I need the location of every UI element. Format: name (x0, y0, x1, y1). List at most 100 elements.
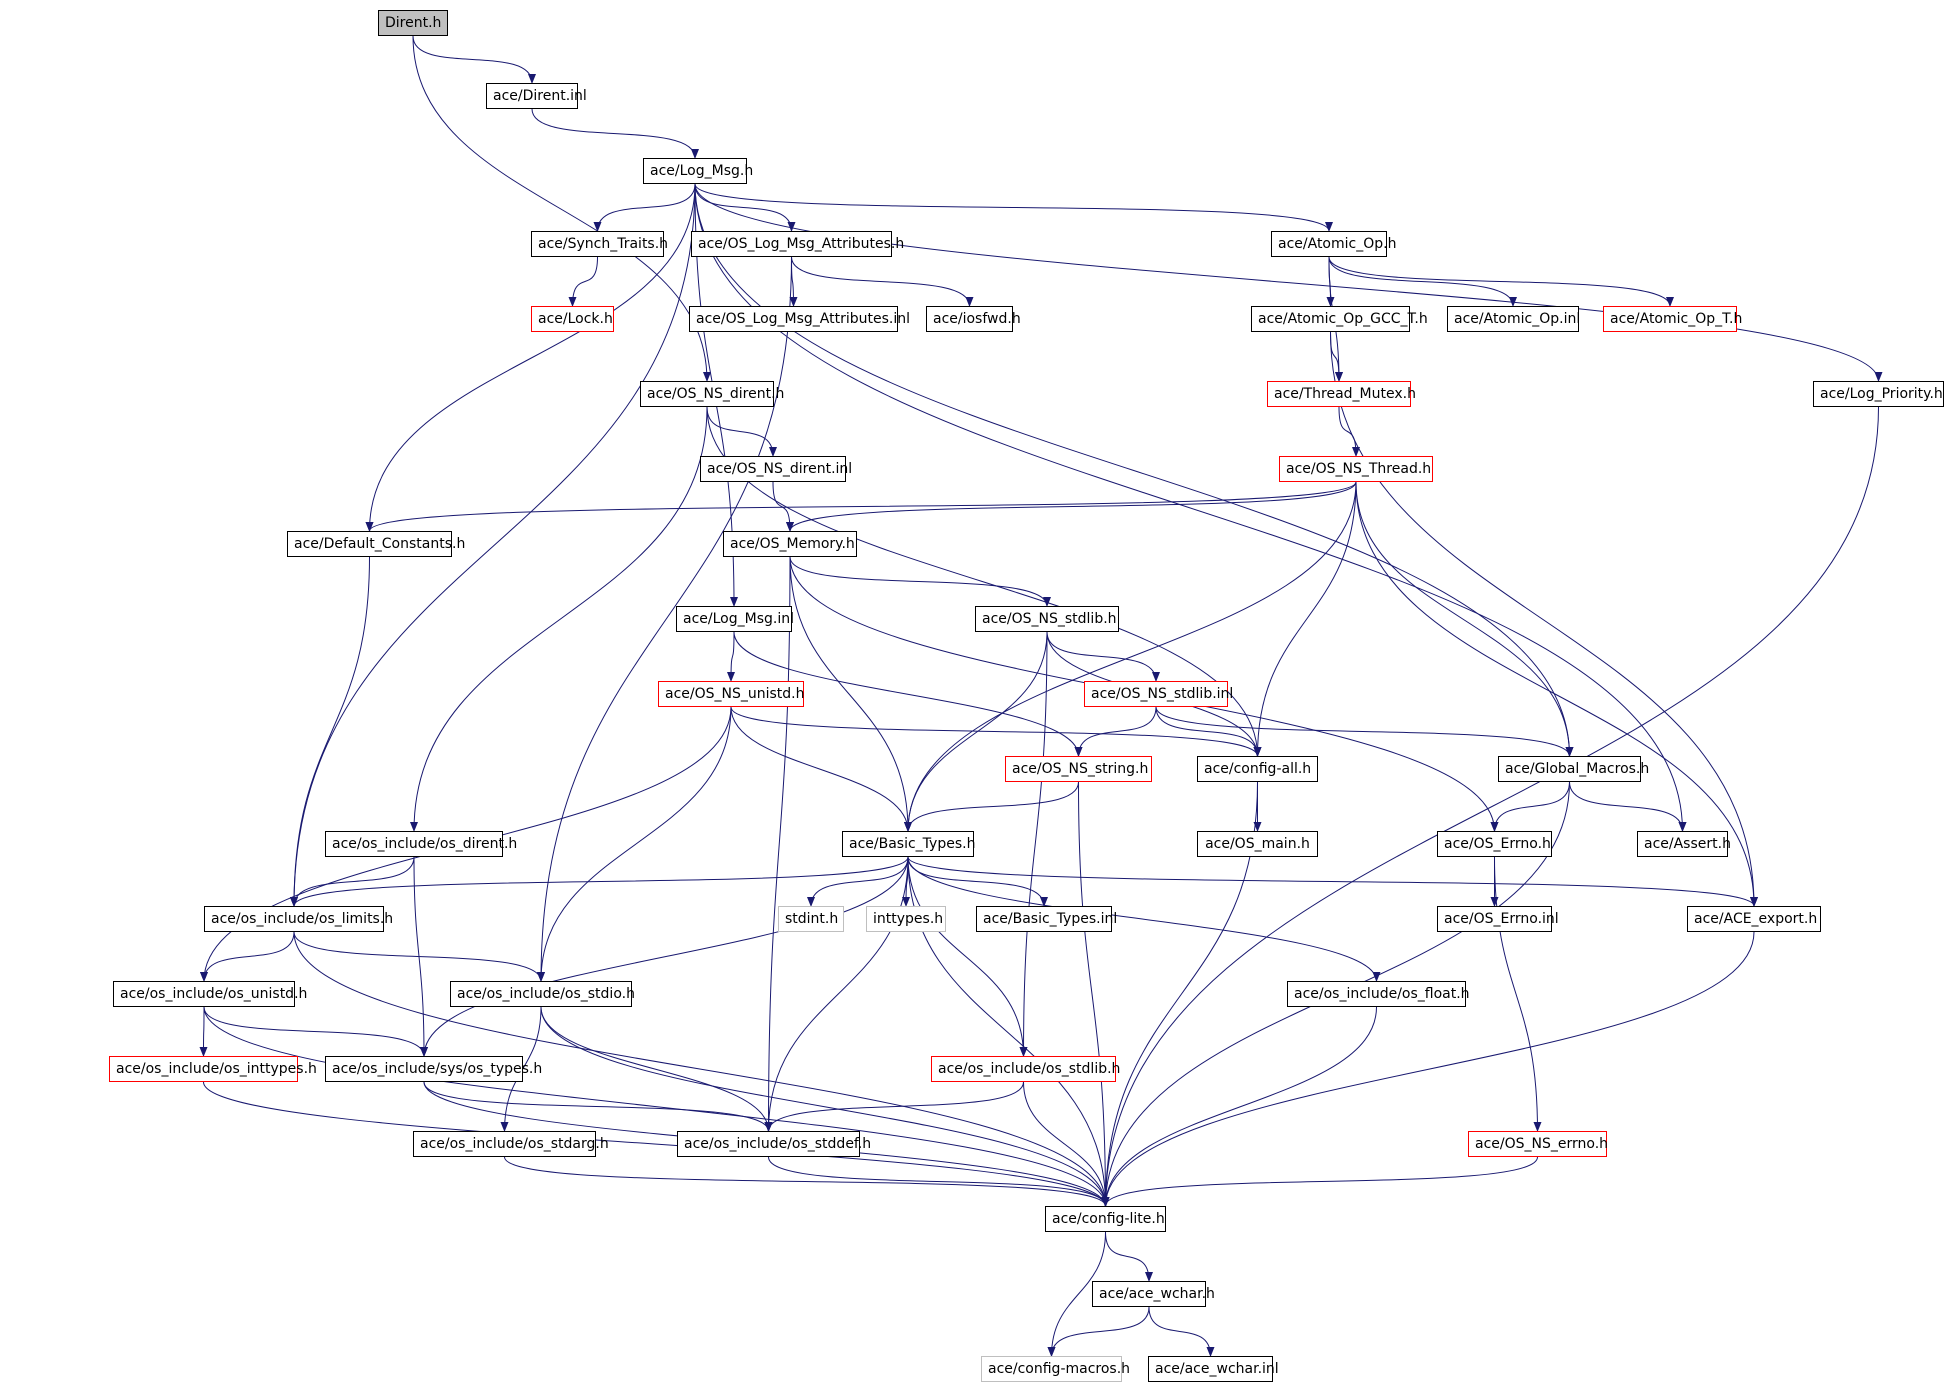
file-node[interactable]: ace/Log_Msg.h (643, 158, 753, 184)
file-node[interactable]: ace/os_include/os_inttypes.h (109, 1056, 317, 1082)
file-node[interactable]: ace/OS_Errno.inl (1437, 906, 1559, 932)
file-node[interactable]: ace/config-all.h (1197, 756, 1318, 782)
dependency-edge (727, 631, 736, 682)
dependency-edge (410, 406, 708, 832)
dependency-edge (1155, 706, 1262, 757)
file-node[interactable]: ace/Basic_Types.inl (976, 906, 1117, 932)
dependency-edge (1046, 631, 1160, 682)
file-node[interactable]: ace/OS_Log_Msg_Attributes.h (691, 231, 904, 257)
dependency-edge (1490, 781, 1570, 832)
dependency-edge (904, 481, 1357, 832)
dependency-edge (1328, 256, 1517, 307)
file-node[interactable]: ace/Atomic_Op.inl (1447, 306, 1580, 332)
file-node[interactable]: ace/os_include/os_unistd.h (113, 981, 307, 1007)
dependency-edge (694, 183, 1574, 757)
file-node[interactable]: ace/OS_Errno.h (1437, 831, 1552, 857)
dependency-edge (365, 481, 1357, 532)
file-node[interactable]: stdint.h (778, 906, 844, 932)
file-node[interactable]: ace/OS_NS_dirent.h (640, 381, 784, 407)
file-node[interactable]: ace/Log_Msg.inl (676, 606, 794, 632)
dependency-edge (203, 1006, 1110, 1207)
file-node[interactable]: Dirent.h (378, 10, 448, 36)
dependency-edge (540, 1006, 773, 1132)
dependency-edge (203, 1006, 428, 1057)
dependency-edge (293, 931, 1110, 1207)
file-node[interactable]: ace/os_include/os_limits.h (204, 906, 393, 932)
dependency-edge (568, 256, 598, 307)
dependency-edge (772, 481, 794, 532)
dependency-edge (1101, 1156, 1538, 1207)
file-node[interactable]: ace/os_include/sys/os_types.h (325, 1056, 542, 1082)
dependency-edge (540, 1006, 1110, 1207)
dependency-edge (537, 256, 792, 982)
dependency-edge (203, 1081, 1110, 1207)
file-node[interactable]: ace/OS_NS_string.h (1005, 756, 1152, 782)
dependency-edge (907, 856, 1381, 982)
dependency-edge (706, 406, 777, 457)
file-node[interactable]: ace/os_include/os_dirent.h (325, 831, 517, 857)
file-node[interactable]: ace/OS_Memory.h (723, 531, 857, 557)
dependency-edge (768, 1156, 1110, 1207)
dependency-edge (764, 1081, 1024, 1132)
file-node[interactable]: ace/OS_NS_stdlib.h (975, 606, 1119, 632)
file-node[interactable]: ace/OS_NS_stdlib.inl (1084, 681, 1233, 707)
file-node[interactable]: ace/OS_NS_errno.h (1468, 1131, 1608, 1157)
dependency-edge (764, 556, 791, 1132)
dependency-edge (1019, 631, 1048, 1057)
file-node[interactable]: ace/Synch_Traits.h (531, 231, 668, 257)
file-node[interactable]: inttypes.h (866, 906, 946, 932)
dependency-edge (1328, 256, 1674, 307)
dependency-edge (290, 183, 696, 907)
dependency-edge (1148, 1306, 1215, 1357)
dependency-edge (694, 183, 1883, 382)
file-node[interactable]: ace/os_include/os_stdlib.h (931, 1056, 1120, 1082)
dependency-edge (694, 183, 796, 232)
dependency-edge (789, 556, 912, 832)
file-node[interactable]: ace/Atomic_Op_GCC_T.h (1251, 306, 1428, 332)
dependency-edge (1355, 481, 1758, 907)
file-node[interactable]: ace/iosfwd.h (926, 306, 1021, 332)
dependency-edge (1023, 1081, 1110, 1207)
file-node[interactable]: ace/OS_NS_dirent.inl (700, 456, 852, 482)
file-node[interactable]: ace/os_include/os_stdio.h (450, 981, 635, 1007)
dependency-edge (1338, 406, 1360, 457)
dependency-edge (789, 556, 1051, 607)
dependency-edge (593, 183, 696, 232)
file-node[interactable]: ace/ACE_export.h (1687, 906, 1821, 932)
dependency-edge (1253, 481, 1357, 757)
dependency-edge (293, 931, 545, 982)
dependency-edge (730, 706, 912, 832)
dependency-edge (412, 35, 536, 84)
file-node[interactable]: ace/ace_wchar.inl (1148, 1356, 1279, 1382)
file-node[interactable]: ace/config-macros.h (981, 1356, 1130, 1382)
file-node[interactable]: ace/OS_NS_Thread.h (1279, 456, 1433, 482)
file-node[interactable]: ace/Lock.h (531, 306, 614, 332)
dependency-edge (1074, 706, 1157, 757)
file-node[interactable]: ace/OS_NS_unistd.h (658, 681, 805, 707)
file-node[interactable]: ace/Log_Priority.h (1813, 381, 1944, 407)
dependency-edge (200, 931, 295, 982)
dependency-edge (807, 856, 909, 907)
file-node[interactable]: ace/Atomic_Op.h (1271, 231, 1396, 257)
file-node[interactable]: ace/Basic_Types.h (842, 831, 975, 857)
file-node[interactable]: ace/Global_Macros.h (1498, 756, 1649, 782)
dependency-edge (1101, 781, 1258, 1207)
file-node[interactable]: ace/ace_wchar.h (1092, 1281, 1215, 1307)
dependency-edge (791, 256, 974, 307)
file-node[interactable]: ace/Dirent.inl (486, 83, 587, 109)
file-node[interactable]: ace/config-lite.h (1045, 1206, 1166, 1232)
file-node[interactable]: ace/Thread_Mutex.h (1267, 381, 1416, 407)
dependency-edge (1047, 1306, 1150, 1357)
dependency-edge (904, 781, 1079, 832)
dependency-edge (694, 183, 1333, 232)
file-node[interactable]: ace/os_include/os_stddef.h (677, 1131, 871, 1157)
file-node[interactable]: ace/OS_main.h (1197, 831, 1318, 857)
dependency-edge (1047, 1231, 1106, 1357)
file-node[interactable]: ace/Atomic_Op_T.h (1603, 306, 1742, 332)
file-node[interactable]: ace/os_include/os_float.h (1287, 981, 1470, 1007)
file-node[interactable]: ace/Assert.h (1637, 831, 1731, 857)
file-node[interactable]: ace/OS_Log_Msg_Attributes.inl (689, 306, 910, 332)
file-node[interactable]: ace/Default_Constants.h (287, 531, 465, 557)
file-node[interactable]: ace/os_include/os_stdarg.h (413, 1131, 609, 1157)
